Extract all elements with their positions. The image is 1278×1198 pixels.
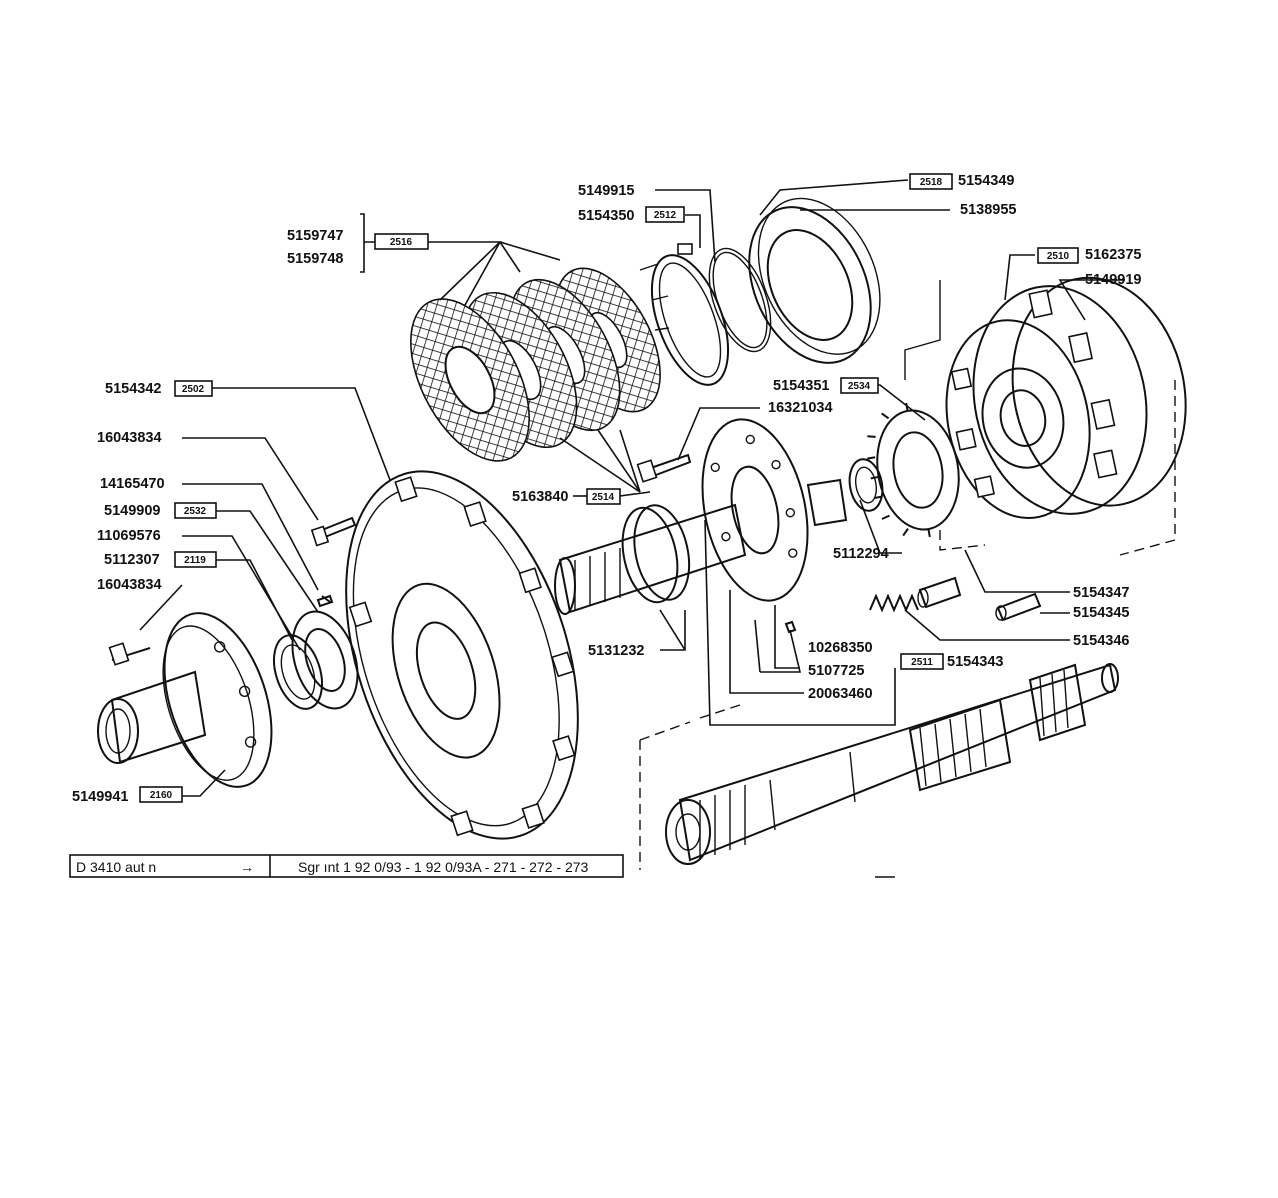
part-5163840: 5163840 [512, 489, 568, 505]
part-5149941: 5149941 [72, 789, 128, 805]
ref-box-2160 [139, 786, 183, 803]
part-5107725: 5107725 [808, 663, 864, 679]
snap-ring [650, 243, 772, 386]
ref-2119: 2119 [184, 555, 206, 566]
ref-box-2514 [586, 488, 621, 505]
part-5154343: 5154343 [947, 654, 1003, 670]
footer-bar: D 3410 aut n → Sgr ınt 1 92 0/93 - 1 92 … [69, 854, 624, 878]
ref-2511: 2511 [911, 657, 933, 668]
bolt-16043834 [310, 516, 357, 608]
ref-box-2512 [645, 206, 685, 223]
part-5159747: 5159747 [287, 228, 343, 244]
ref-box-2532 [174, 502, 217, 519]
ref-2514: 2514 [592, 492, 615, 503]
ref-2534: 2534 [848, 381, 871, 392]
part-5154346: 5154346 [1073, 633, 1129, 649]
ref-2160: 2160 [150, 790, 173, 801]
ref-box-2502 [174, 380, 213, 397]
part-16321034: 16321034 [768, 400, 833, 416]
footer-arrow: → [240, 859, 254, 875]
part-labels: 5149915 5154350 5154349 5138955 5159747 … [72, 173, 1141, 805]
part-5138955: 5138955 [960, 202, 1016, 218]
ref-2518: 2518 [920, 177, 943, 188]
bolt-16321034 [636, 453, 692, 483]
output-flange [97, 612, 273, 788]
part-16043834-lower: 16043834 [97, 577, 162, 593]
sun-gear [806, 402, 960, 538]
ref-box-2510 [1037, 247, 1079, 264]
part-11069576: 11069576 [97, 528, 161, 544]
clutch-drum [945, 276, 1187, 520]
hub-flange [554, 418, 809, 615]
ref-2532: 2532 [184, 506, 207, 517]
part-5149915: 5149915 [578, 183, 634, 199]
part-5112294: 5112294 [833, 546, 889, 562]
part-5162375: 5162375 [1085, 247, 1141, 263]
part-20063460: 20063460 [808, 686, 873, 702]
ref-box-2516 [374, 233, 429, 250]
ref-2502: 2502 [182, 384, 205, 395]
seal-bearing [273, 595, 359, 710]
main-shaft [665, 663, 1119, 865]
spring-and-pins [784, 576, 1042, 634]
part-14165470: 14165470 [100, 476, 165, 492]
ref-box-2534 [840, 377, 879, 394]
ref-box-2511 [900, 653, 944, 670]
ref-2516: 2516 [390, 237, 413, 248]
part-5154350: 5154350 [578, 208, 634, 224]
piston [748, 197, 881, 364]
part-5154342: 5154342 [105, 381, 161, 397]
part-5112307: 5112307 [104, 552, 160, 568]
part-16043834-upper: 16043834 [97, 430, 162, 446]
footer-left-text: D 3410 aut n [76, 859, 156, 875]
part-5131232: 5131232 [588, 643, 644, 659]
ref-2512: 2512 [654, 210, 677, 221]
part-5154349: 5154349 [958, 173, 1014, 189]
part-5159748: 5159748 [287, 251, 343, 267]
leader-lines [139, 179, 1125, 797]
clutch-disc-pack [410, 263, 670, 462]
part-10268350: 10268350 [808, 640, 873, 656]
housing-cover [345, 470, 579, 840]
part-5154347: 5154347 [1073, 585, 1129, 601]
ref-box-2119 [174, 551, 217, 568]
part-5149919: 5149919 [1085, 272, 1141, 288]
footer-right-text: Sgr ınt 1 92 0/93 - 1 92 0/93A - 271 - 2… [298, 859, 589, 875]
reference-boxes: 2512 2518 2516 2510 2502 2534 2514 2532 … [139, 173, 1079, 803]
group-dashed-lines [639, 280, 1176, 878]
part-5154345: 5154345 [1073, 605, 1129, 621]
part-5149909: 5149909 [104, 503, 160, 519]
ref-box-2518 [909, 173, 953, 190]
ref-2510: 2510 [1047, 251, 1070, 262]
part-5154351: 5154351 [773, 378, 829, 394]
